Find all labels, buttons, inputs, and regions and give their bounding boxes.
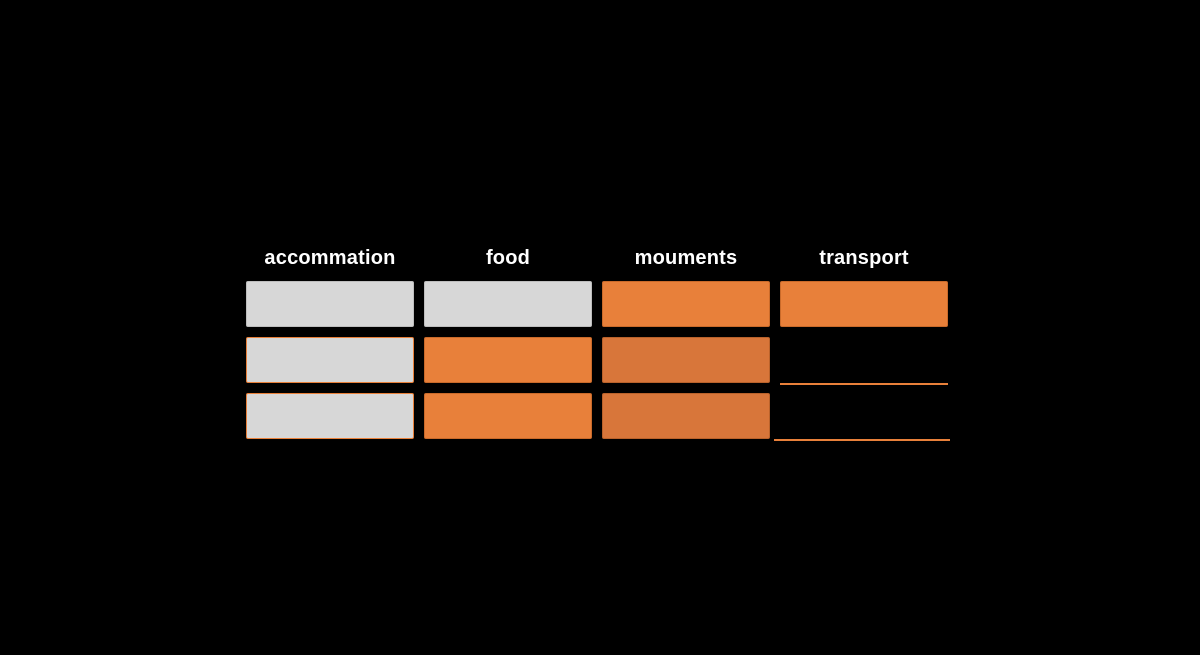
grid-cell-r1-c4 (780, 281, 948, 327)
column-label-food: food (485, 247, 531, 269)
grid-cell-r2-c2 (424, 337, 592, 383)
grid-cell-r3-c4 (774, 393, 950, 441)
column-label-mouments: mouments (634, 247, 738, 269)
grid-cell-r1-c1 (246, 281, 414, 327)
grid-cell-r1-c3 (602, 281, 770, 327)
grid-cell-r2-c1 (246, 337, 414, 383)
grid-cell-r1-c2 (424, 281, 592, 327)
grid-cell-r2-c3 (602, 337, 770, 383)
grid-cell-r3-c2 (424, 393, 592, 439)
budget-grid (246, 281, 956, 443)
grid-cell-r3-c1 (246, 393, 414, 439)
grid-cell-r2-c4 (780, 337, 948, 385)
column-label-accommation: accommation (264, 247, 396, 269)
grid-cell-r3-c3 (602, 393, 770, 439)
column-headers: accommation food mouments transport (246, 240, 956, 276)
column-label-transport: transport (819, 247, 909, 269)
